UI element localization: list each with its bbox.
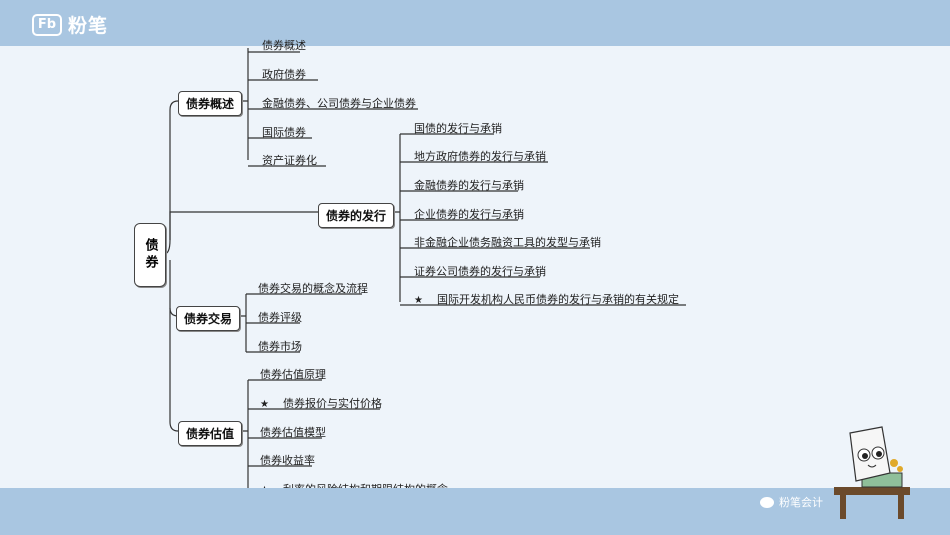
leaf-trading-1: 债券评级 [258, 311, 302, 324]
leaf-overview-3: 国际债券 [262, 126, 306, 139]
leaf-issuance-5: 证券公司债券的发行与承销 [414, 265, 546, 278]
leaf-trading-0: 债券交易的概念及流程 [258, 282, 368, 295]
leaf-valuation-1: ★ 债券报价与实付价格 [260, 395, 382, 411]
leaf-trading-2: 债券市场 [258, 340, 302, 353]
leaf-valuation-1-label: 债券报价与实付价格 [282, 397, 382, 410]
leaf-issuance-6: ★ 国际开发机构人民币债券的发行与承销的有关规定 [414, 291, 679, 307]
logo-mark-icon: Fb [32, 13, 62, 36]
leaf-issuance-3: 企业债券的发行与承销 [414, 208, 524, 221]
branch-valuation: 债券估值 [178, 421, 243, 446]
watermark: 粉笔会计 [760, 494, 823, 510]
leaf-issuance-2: 金融债券的发行与承销 [414, 179, 524, 192]
brand-logo: Fb 粉笔 [32, 11, 108, 38]
star-icon: ★ [414, 295, 423, 306]
logo-text: 粉笔 [68, 15, 109, 37]
mascot-illustration [834, 426, 910, 519]
leaf-issuance-4: 非金融企业债务融资工具的发型与承销 [414, 236, 601, 249]
leaf-valuation-3: 债券收益率 [260, 454, 315, 467]
leaf-valuation-2: 债券估值模型 [260, 426, 326, 439]
leaf-valuation-0: 债券估值原理 [260, 368, 326, 381]
leaf-issuance-1: 地方政府债券的发行与承销 [414, 150, 546, 163]
leaf-overview-0: 债券概述 [262, 39, 306, 52]
branch-issuance: 债券的发行 [318, 203, 395, 228]
weibo-icon [760, 496, 774, 508]
branch-trading: 债券交易 [176, 306, 241, 331]
leaf-overview-1: 政府债券 [262, 68, 306, 81]
bottom-bar [0, 488, 950, 535]
root-node: 债券 [134, 223, 166, 287]
leaf-issuance-0: 国债的发行与承销 [414, 122, 502, 135]
star-icon: ★ [260, 399, 269, 410]
watermark-text: 粉笔会计 [779, 496, 823, 509]
leaf-issuance-6-label: 国际开发机构人民币债券的发行与承销的有关规定 [436, 293, 679, 306]
leaf-overview-4: 资产证券化 [262, 154, 317, 167]
leaf-overview-2: 金融债券、公司债券与企业债券 [262, 97, 416, 110]
top-bar: Fb 粉笔 [0, 0, 950, 46]
branch-overview: 债券概述 [178, 91, 243, 116]
